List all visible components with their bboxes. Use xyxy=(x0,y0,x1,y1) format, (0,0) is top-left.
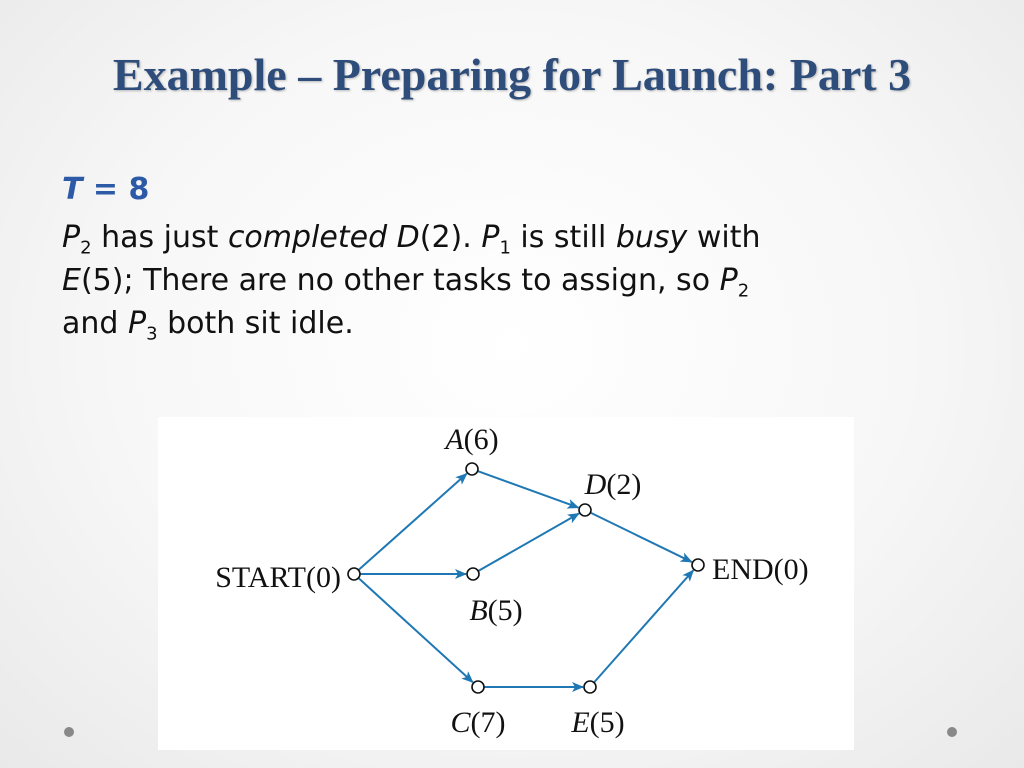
edge-start-to-a xyxy=(357,472,468,571)
corner-dot-right xyxy=(947,727,957,737)
processor-p2-subscript: 2 xyxy=(80,237,92,259)
text-segment: is still xyxy=(510,220,616,255)
node-e xyxy=(583,680,597,694)
edge-a-to-d xyxy=(477,470,580,509)
task-graph-svg: START(0) A(6) B(5) C(7) D(2) E(5) END(0) xyxy=(215,423,808,739)
task-d: D xyxy=(396,220,420,255)
processor-p3-subscript: 3 xyxy=(146,323,158,345)
edge-e-to-end xyxy=(593,569,695,684)
time-variable: T xyxy=(62,172,83,207)
node-d xyxy=(578,503,592,517)
time-value: = 8 xyxy=(82,172,150,207)
node-a xyxy=(465,462,479,476)
processor-p2-subscript: 2 xyxy=(737,280,750,302)
label-end: END(0) xyxy=(712,553,809,586)
node-b xyxy=(466,567,480,581)
processor-p2: P xyxy=(719,263,738,298)
task-graph-diagram: START(0) A(6) B(5) C(7) D(2) E(5) END(0) xyxy=(158,417,854,750)
slide-title: Example – Preparing for Launch: Part 3 xyxy=(112,49,912,100)
text-segment: (5); There are no other tasks to assign,… xyxy=(80,263,720,298)
task-d-duration: (2). xyxy=(419,220,482,255)
emphasis-completed: completed xyxy=(227,220,388,255)
edge-b-to-d xyxy=(477,512,580,572)
text-segment: and xyxy=(62,306,128,341)
processor-p1: P xyxy=(481,220,500,255)
text-space xyxy=(387,220,397,255)
slide-body: T = 8 P2 has just completed D(2). P1 is … xyxy=(62,170,962,345)
emphasis-busy: busy xyxy=(615,220,688,255)
label-start: START(0) xyxy=(215,561,341,594)
text-segment: with xyxy=(687,220,761,255)
node-c xyxy=(471,680,485,694)
graph-nodes xyxy=(347,462,705,694)
status-paragraph: P2 has just completed D(2). P1 is still … xyxy=(62,216,962,345)
graph-edges xyxy=(357,470,695,692)
node-start xyxy=(347,567,361,581)
edge-d-to-end xyxy=(589,511,693,563)
task-e: E xyxy=(62,263,81,298)
graph-labels: START(0) A(6) B(5) C(7) D(2) E(5) END(0) xyxy=(215,423,808,739)
node-end xyxy=(691,558,705,572)
corner-dot-left xyxy=(64,727,74,737)
label-e: E(5) xyxy=(570,706,624,739)
text-segment: both sit idle. xyxy=(157,306,354,341)
time-heading: T = 8 xyxy=(62,170,962,210)
edge-start-to-c xyxy=(357,577,474,684)
label-c: C(7) xyxy=(451,706,506,739)
processor-p3: P xyxy=(127,306,147,341)
processor-p2: P xyxy=(62,220,81,255)
label-b: B(5) xyxy=(469,594,522,627)
label-a: A(6) xyxy=(443,423,498,456)
processor-p1-subscript: 1 xyxy=(499,237,511,259)
label-d: D(2) xyxy=(584,468,642,501)
text-segment: has just xyxy=(91,220,228,255)
